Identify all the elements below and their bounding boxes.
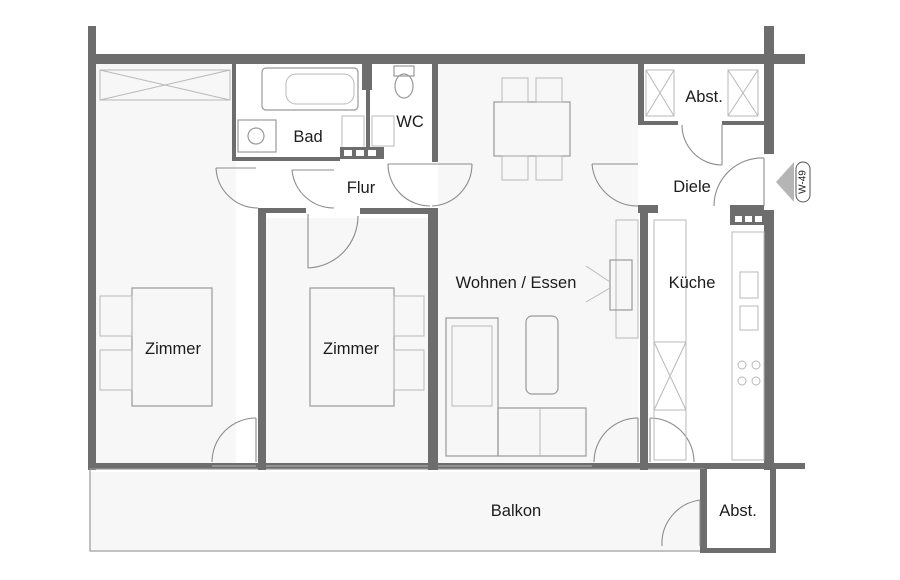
floor-areas [90, 64, 705, 550]
room-label-wohnen-essen: Wohnen / Essen [456, 274, 577, 292]
room-label-zimmer-middle: Zimmer [323, 340, 379, 358]
room-labels: Bad WC Flur Wohnen / Essen Abst. Diele K… [145, 88, 757, 520]
room-label-flur: Flur [347, 179, 376, 197]
doors [211, 124, 765, 547]
room-label-bad: Bad [293, 128, 322, 146]
room-label-balkon: Balkon [491, 502, 541, 520]
room-label-diele: Diele [673, 178, 711, 196]
fixtures [99, 65, 765, 467]
entrance-tag: W-49 [798, 170, 809, 194]
room-label-abst-bottom: Abst. [719, 502, 757, 520]
room-label-abst-top: Abst. [685, 88, 723, 106]
room-label-wc: WC [396, 113, 424, 131]
room-label-kueche: Küche [669, 274, 716, 292]
entrance-marker: W-49 [776, 161, 811, 203]
room-label-zimmer-left: Zimmer [145, 340, 201, 358]
entrance-arrow-icon [776, 162, 794, 202]
